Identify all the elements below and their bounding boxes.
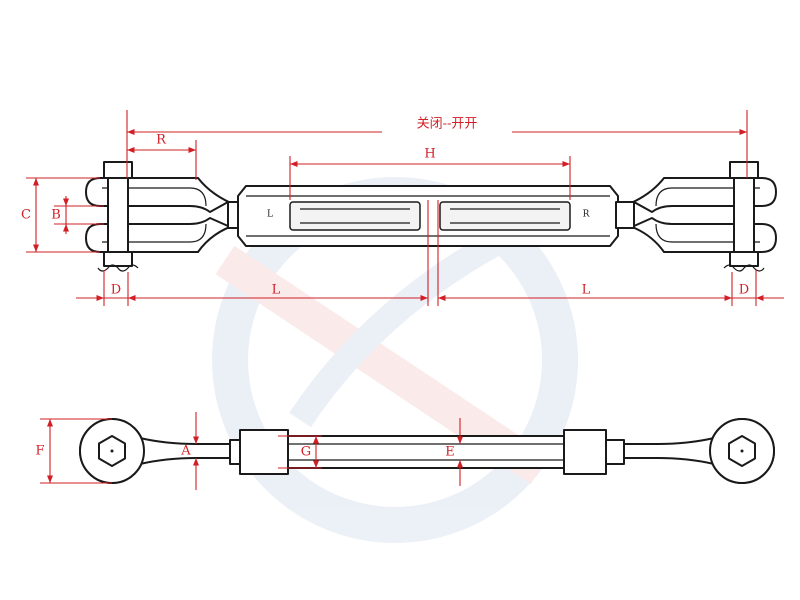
left-nut	[103, 251, 133, 267]
right-jaw	[615, 161, 777, 272]
dim-L-right-label: L	[582, 283, 591, 298]
open-close-length-label: 关闭--开开	[417, 117, 478, 132]
left-eye	[79, 418, 241, 484]
dim-G-label: G	[301, 445, 311, 460]
turnbuckle-top-view: L R	[85, 161, 777, 272]
top-dimensions: 关闭--开开 R H C B D L L	[21, 110, 784, 306]
body-right-mark: R	[583, 210, 590, 220]
body-left-mark: L	[267, 210, 273, 220]
dim-D-right-label: D	[739, 283, 749, 298]
dim-A-label: A	[180, 444, 191, 459]
left-thread-window	[289, 201, 421, 231]
dim-C-label: C	[21, 208, 31, 223]
dim-R-label: R	[156, 133, 167, 148]
dim-H-label: H	[424, 147, 435, 162]
turnbuckle-side-view	[79, 418, 775, 484]
right-thread-window	[439, 201, 571, 231]
side-body	[229, 429, 625, 475]
left-pin-head	[103, 161, 133, 179]
left-jaw	[85, 161, 247, 272]
dim-D-left-label: D	[111, 283, 121, 298]
dim-L-left-label: L	[272, 283, 281, 298]
dim-F-label: F	[35, 444, 44, 459]
side-dimensions: F A G E	[35, 412, 464, 490]
dim-E-label: E	[445, 445, 455, 460]
right-eye	[623, 418, 775, 484]
dim-B-label: B	[51, 208, 61, 223]
left-pin	[107, 177, 129, 253]
